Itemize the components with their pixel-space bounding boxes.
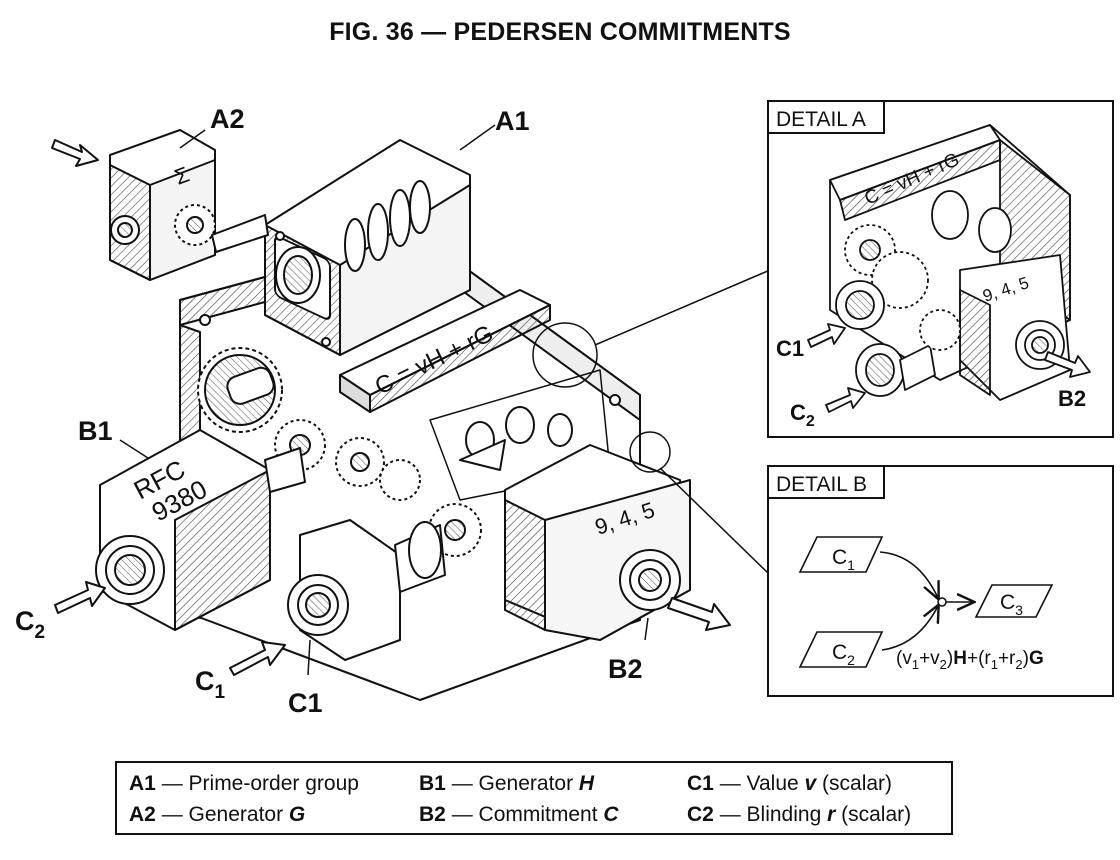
a2-input-arrow — [51, 139, 99, 167]
legend-c2: C2 — Blinding r (scalar) — [687, 803, 912, 826]
callout-b2: B2 — [608, 654, 643, 684]
c1-input-arrow — [229, 641, 286, 676]
detail-b-input-1 — [798, 536, 884, 573]
leader-lines — [119, 124, 649, 676]
left-gear — [197, 347, 283, 433]
callout-b1: B1 — [78, 416, 113, 446]
a2-cube — [109, 129, 269, 281]
callout-c1-arrow: C1 — [195, 666, 226, 703]
callout-a1: A1 — [495, 106, 530, 136]
detail-a-c2: C2 — [790, 400, 815, 430]
detail-b-panel: DETAIL B C1 C2 C3 (v1+v2)H+(r1+r2)G — [767, 465, 1114, 697]
detail-b-junction — [937, 597, 947, 607]
legend-a2: A2 — Generator G — [129, 803, 306, 826]
a1-equation-plate — [339, 289, 551, 413]
detail-b-output-label: C3 — [1000, 591, 1023, 618]
detail-a-marker — [532, 322, 598, 388]
b2-output-arrow — [667, 597, 731, 631]
a1-block — [264, 139, 471, 356]
legend-c1: C1 — Value v (scalar) — [687, 772, 893, 795]
b2-cube — [504, 444, 691, 641]
legend-a1: A1 — Prime-order group — [129, 772, 359, 795]
b1-cube — [95, 429, 306, 631]
callout-a2: A2 — [210, 104, 245, 134]
legend: A1 — Prime-order group A2 — Generator G … — [115, 761, 953, 835]
legend-b1: B1 — Generator H — [419, 772, 595, 795]
c2-input-arrow — [54, 581, 106, 614]
detail-b-input-1-label: C1 — [832, 546, 855, 573]
detail-b-formula: (v1+v2)H+(r1+r2)G — [896, 648, 1044, 672]
detail-markers — [532, 269, 771, 576]
detail-a-b2: B2 — [1058, 386, 1086, 411]
detail-b-title: DETAIL B — [776, 473, 867, 496]
main-assembly — [51, 124, 771, 701]
c1-flange — [287, 519, 446, 661]
figure-title: FIG. 36 — PEDERSEN COMMITMENTS — [329, 18, 791, 46]
callout-c1-part: C1 — [288, 688, 323, 718]
flow-arrows — [51, 139, 731, 676]
detail-b-marker — [629, 431, 671, 473]
detail-a-c1: C1 — [776, 336, 804, 361]
detail-b-input-2 — [798, 631, 884, 668]
detail-b-output — [974, 584, 1054, 618]
callout-c2-arrow: C2 — [15, 606, 45, 643]
detail-a-panel: DETAIL A C = vH + rG — [767, 100, 1114, 438]
detail-a-title: DETAIL A — [776, 108, 866, 131]
legend-b2: B2 — Commitment C — [419, 803, 619, 826]
detail-b-input-2-label: C2 — [832, 641, 855, 668]
